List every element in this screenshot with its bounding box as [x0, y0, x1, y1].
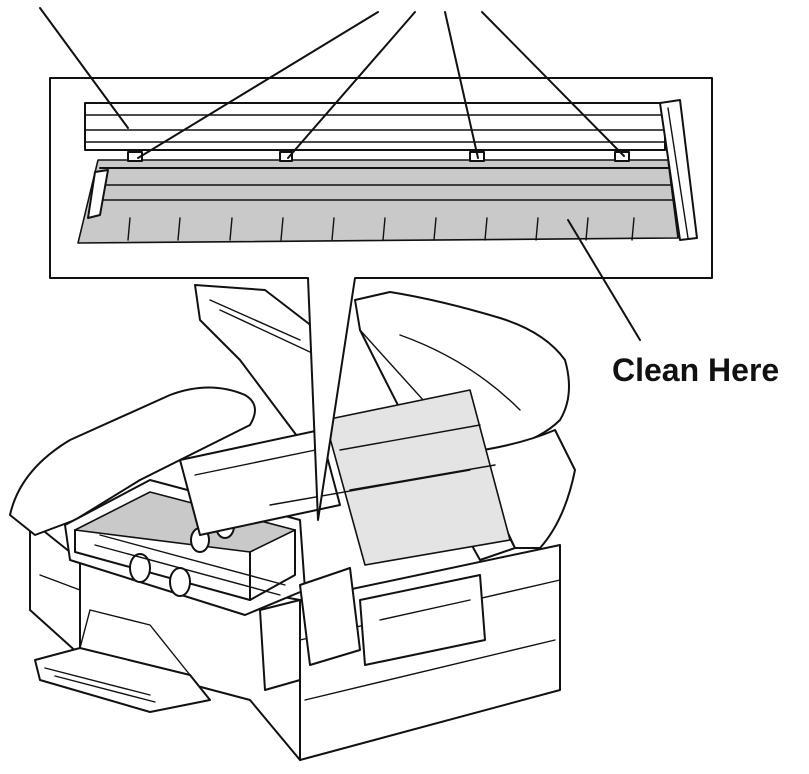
clean-here-label: Clean Here — [612, 352, 780, 388]
clean-here-leader-line — [567, 219, 641, 341]
zoom-callout — [49, 77, 713, 521]
leader-lines — [39, 7, 641, 341]
printer-illustration — [9, 284, 576, 761]
